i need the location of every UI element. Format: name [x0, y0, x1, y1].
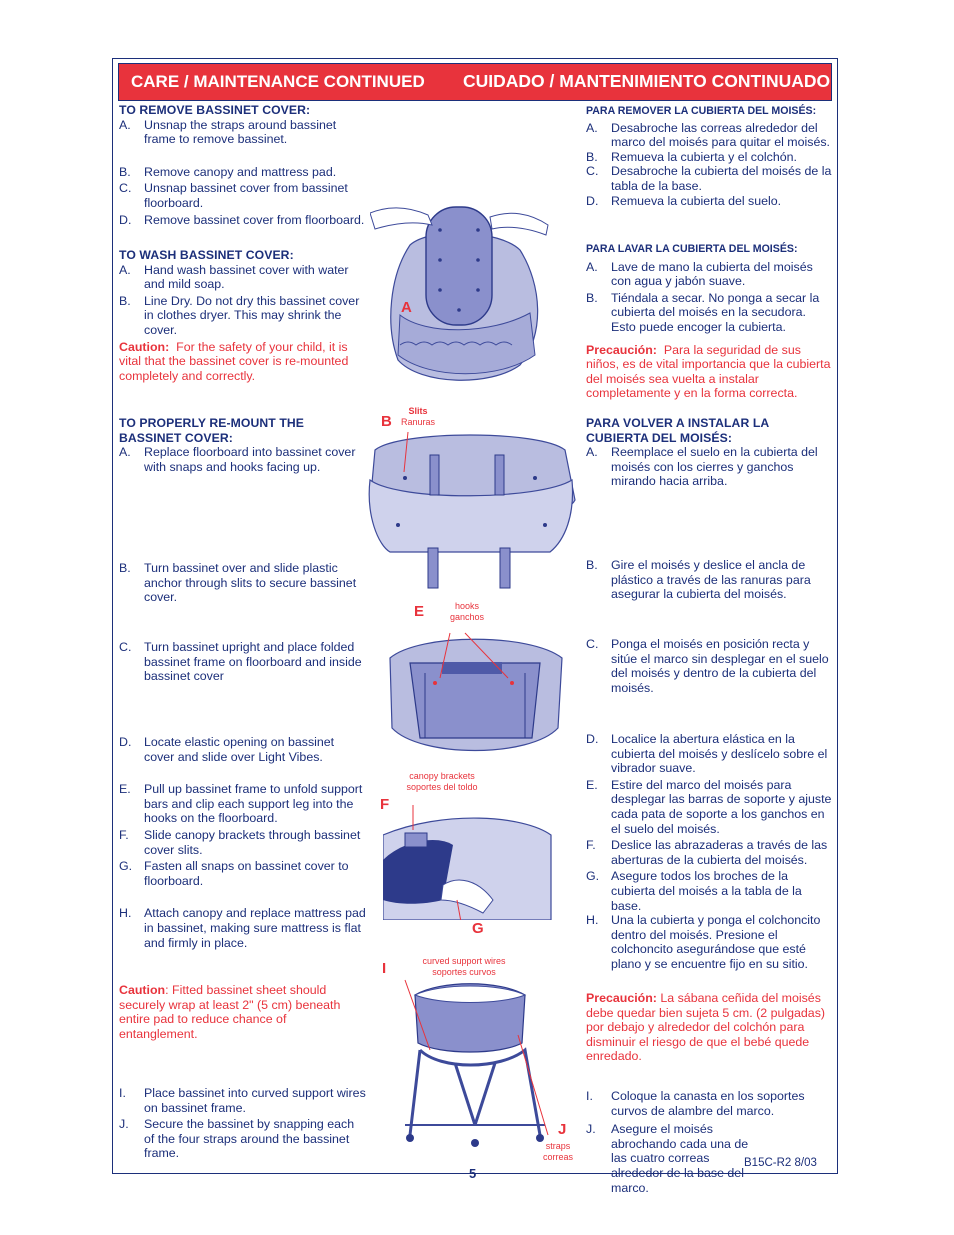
en-wash-b: B.Line Dry. Do not dry this bassinet cov… [119, 293, 360, 337]
en-remove-c: C.Unsnap bassinet cover from bassinet fl… [119, 181, 348, 210]
en-remount-f: F.Slide canopy brackets through bassinet… [119, 827, 361, 857]
en-remove-heading: TO REMOVE BASSINET COVER: [119, 103, 311, 117]
en-remount-heading-block: TO PROPERLY RE-MOUNT THE BASSINET COVER:… [119, 416, 367, 474]
header-title-es: CUIDADO / MANTENIMIENTO CONTINUADO [463, 71, 831, 91]
figure-label-g: G [472, 920, 484, 937]
figure-f-illustration [383, 805, 552, 920]
es-remount-h: H.Una la cubierta y ponga el colchoncito… [586, 913, 821, 971]
figure-label-e: E [414, 603, 425, 620]
es-remove-heading: PARA REMOVER LA CUBIERTA DEL MOISÉS: [586, 105, 817, 117]
figure-label-f: F [380, 796, 390, 813]
en-remount-heading: TO PROPERLY RE-MOUNT THE BASSINET COVER: [119, 416, 305, 445]
en-remount-e: E.Pull up bassinet frame to unfold suppo… [119, 782, 363, 826]
es-remount-caution: Precaución: La sábana ceñida del moisés … [586, 991, 826, 1064]
es-remount-i: I.Coloque la canasta en los soportes cur… [586, 1089, 805, 1118]
es-remove-b: B.Remueva la cubierta y el colchón. [586, 149, 797, 164]
en-remove-d: D.Remove bassinet cover from floorboard. [119, 212, 365, 227]
page-number: 5 [469, 1166, 477, 1181]
es-remove-a: A.Desabroche las correas alrededor del m… [586, 120, 830, 150]
es-wash-a: A.Lave de mano la cubierta del moisés co… [586, 259, 813, 289]
en-wash-section: TO WASH BASSINET COVER: A.Hand wash bass… [119, 248, 367, 383]
en-remount-j: J.Secure the bassinet by snapping each o… [119, 1117, 355, 1161]
en-remount-h: H.Attach canopy and replace mattress pad… [119, 906, 366, 950]
en-remount-c: C.Turn bassinet upright and place folded… [119, 640, 362, 684]
page-frame [112, 58, 838, 1174]
es-remount-a: A.Reemplace el suelo en la cubierta del … [586, 445, 818, 489]
figure-label-i: I [382, 960, 387, 977]
en-remove-section: TO REMOVE BASSINET COVER: A.Unsnap the s… [119, 103, 367, 227]
en-wash-caution: Caution: For the safety of your child, i… [119, 339, 349, 383]
es-remount-heading-block: PARA VOLVER A INSTALAR LA CUBIERTA DEL M… [586, 416, 832, 489]
en-wash-a: A.Hand wash bassinet cover with water an… [119, 262, 349, 292]
es-remount-i-j: I.Coloque la canasta en los soportes cur… [586, 1089, 832, 1195]
figure-i-illustration [404, 979, 549, 1147]
figure-e-illustration [389, 632, 563, 752]
es-remove-c: C.Desabroche la cubierta del moisés de l… [586, 164, 832, 193]
figure-label-a: A [401, 299, 412, 316]
es-remount-heading: PARA VOLVER A INSTALAR LA CUBIERTA DEL M… [586, 416, 769, 445]
es-wash-b: B.Tiéndala a secar. No ponga a secar la … [586, 290, 820, 334]
en-remount-caution: Caution: Fitted bassinet sheet should se… [119, 983, 341, 1041]
en-remount-b: B.Turn bassinet over and slide plastic a… [119, 561, 357, 605]
en-remove-a: A.Unsnap the straps around bassinet fram… [119, 117, 337, 147]
figure-a-illustration [370, 206, 549, 381]
en-wash-heading: TO WASH BASSINET COVER: [119, 248, 294, 262]
figure-label-b: B [381, 413, 392, 430]
es-remount-f: F.Deslice las abrazaderas a través de la… [586, 838, 828, 867]
section-header: CARE / MAINTENANCE CONTINUED CUIDADO / M… [118, 63, 832, 101]
en-remove-b: B.Remove canopy and mattress pad. [119, 164, 337, 179]
en-remount-d: D.Locate elastic opening on bassinet cov… [119, 735, 335, 764]
figure-b-illustration [368, 431, 576, 589]
en-remount-g: G.Fasten all snaps on bassinet cover to … [119, 859, 349, 888]
es-remount-b: B.Gire el moisés y deslice el ancla de p… [586, 558, 811, 602]
es-remount-c: C.Ponga el moisés en posición recta y si… [586, 637, 829, 695]
es-remount-e: E.Estire del marco del moisés para despl… [586, 777, 832, 836]
figure-label-j: J [558, 1121, 567, 1138]
document-code: B15C-R2 8/03 [744, 1157, 817, 1169]
es-remove-section: PARA REMOVER LA CUBIERTA DEL MOISÉS: A.D… [586, 104, 832, 208]
header-title-en: CARE / MAINTENANCE CONTINUED [131, 72, 425, 91]
es-wash-section: PARA LAVAR LA CUBIERTA DEL MOISÉS: A.Lav… [586, 242, 832, 401]
es-remount-j: J.Asegure el moisés abrochando cada una … [586, 1122, 749, 1195]
es-wash-heading: PARA LAVAR LA CUBIERTA DEL MOISÉS: [586, 243, 798, 255]
es-remount-d-h: D.Localice la abertura elástica en la cu… [586, 732, 832, 972]
es-remount-d: D.Localice la abertura elástica en la cu… [586, 732, 828, 776]
bottom-rule-left [112, 1173, 457, 1174]
es-remove-d: D.Remueva la cubierta del suelo. [586, 193, 782, 208]
en-remount-i-j: I.Place bassinet into curved support wir… [119, 1086, 367, 1161]
en-remount-d-g: D.Locate elastic opening on bassinet cov… [119, 735, 367, 950]
en-remount-a: A.Replace floorboard into bassinet cover… [119, 445, 356, 474]
es-wash-caution: Precaución: Para la seguridad de sus niñ… [586, 342, 831, 401]
en-remount-i: I.Place bassinet into curved support wir… [119, 1086, 366, 1115]
es-remount-g: G.Asegure todos los broches de la cubier… [586, 869, 802, 913]
bottom-rule-right [495, 1173, 838, 1174]
